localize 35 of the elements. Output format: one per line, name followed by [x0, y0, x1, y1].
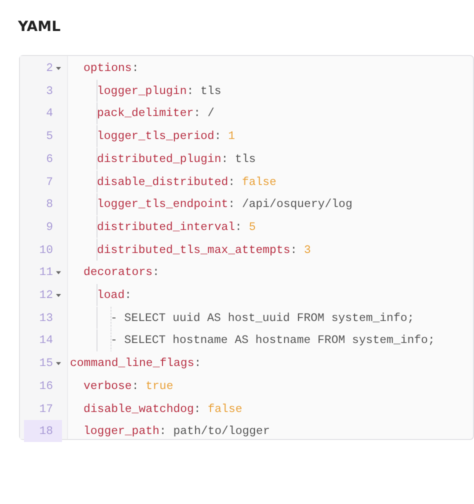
- code-line: pack_delimiter: /: [97, 106, 214, 122]
- code-line: distributed_tls_max_attempts: 3: [97, 242, 311, 259]
- code-line: - SELECT hostname AS hostname FROM system_info;: [110, 333, 435, 350]
- line-number: 10: [38, 242, 53, 259]
- code-line: logger_tls_period: 1: [97, 129, 236, 146]
- line-number: 11: [38, 265, 53, 282]
- code-line: logger_tls_endpoint: /api/osquery/log: [97, 197, 352, 214]
- line-number: 15: [38, 356, 53, 372]
- code-line: distributed_interval: 5: [97, 220, 256, 236]
- line-number: 2: [45, 61, 53, 77]
- line-number: 9: [45, 220, 53, 236]
- code-line: command_line_flags:: [70, 356, 202, 372]
- line-number: 4: [45, 106, 53, 122]
- code-line: logger_path: path/to/logger: [84, 424, 270, 440]
- line-number: 6: [45, 152, 53, 168]
- code-line: disable_distributed: false: [97, 174, 276, 190]
- code-line: - SELECT uuid AS host_uuid FROM system_info;: [110, 310, 414, 327]
- line-number: 7: [45, 174, 53, 190]
- code-line: load:: [97, 288, 132, 304]
- line-number: 12: [38, 288, 53, 304]
- line-number: 13: [38, 310, 53, 327]
- line-number: 17: [38, 402, 53, 418]
- line-number: 18: [38, 424, 53, 440]
- code-line: logger_plugin: tls: [97, 84, 222, 100]
- code-line: options:: [84, 61, 139, 77]
- line-number: 8: [45, 197, 53, 214]
- line-number: 14: [38, 333, 53, 350]
- line-number: 5: [45, 129, 53, 146]
- code-line: verbose: true: [84, 378, 174, 395]
- line-number: 16: [38, 378, 53, 395]
- code-line: distributed_plugin: tls: [97, 152, 256, 168]
- heading: YAML: [18, 19, 60, 35]
- line-number: 3: [45, 84, 53, 100]
- code-line: decorators:: [84, 265, 160, 282]
- code-line: disable_watchdog: false: [84, 402, 242, 418]
